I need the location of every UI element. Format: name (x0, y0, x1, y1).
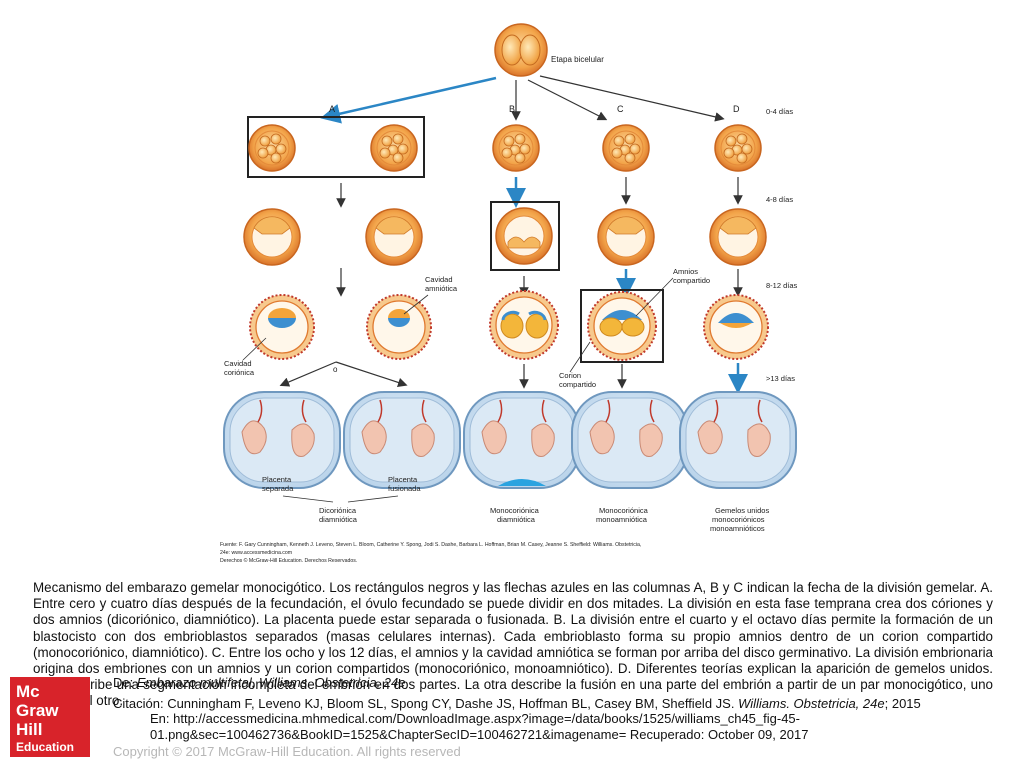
citation-url-line-1[interactable]: En: http://accessmedicina.mhmedical.com/… (150, 711, 800, 726)
outcome-a-line-2: diamniótica (319, 515, 358, 524)
placenta-separada-label-1: Placenta (262, 475, 292, 484)
b-chorion (489, 290, 559, 360)
figure-caption: Mecanismo del embarazo gemelar monocigót… (33, 580, 993, 709)
cavidad-corionica-label-2: coriónica (224, 368, 255, 377)
placenta-fusionada-label-1: Placenta (388, 475, 418, 484)
cavidad-corionica-label-1: Cavidad (224, 359, 252, 368)
d-sac (679, 391, 797, 489)
twinning-diagram: Etapa bicelular A B C D 0-4 días 4-8 día… (220, 23, 798, 564)
citation-text: Citación: Cunningham F, Leveno KJ, Bloom… (113, 696, 921, 711)
a-chorion-right (366, 294, 432, 360)
source-line-3: Derechos © McGraw-Hill Education. Derech… (220, 557, 357, 564)
outcome-d-line-1: Gemelos unidos (715, 506, 769, 515)
column-c-division-box (580, 289, 664, 363)
time-label-8-12: 8-12 días (766, 281, 798, 290)
blastocyst-two-embryoblasts (495, 207, 553, 265)
or-label: o (333, 365, 338, 374)
time-label-4-8: 4-8 días (766, 195, 793, 204)
outcome-b-line-1: Monocoriónica (490, 506, 540, 515)
c-chorion (587, 291, 657, 361)
source-line-1: Fuente: F. Gary Cunningham, Kenneth J. L… (220, 542, 641, 548)
mcgraw-hill-logo: Mc Graw Hill Education (10, 677, 90, 757)
time-label-0-4: 0-4 días (766, 107, 793, 116)
time-label-13: >13 días (766, 374, 795, 383)
placenta-separada-label-2: separada (262, 484, 294, 493)
arrow-to-a (320, 76, 497, 124)
column-a-label: A (329, 104, 335, 114)
column-d-label: D (733, 104, 740, 114)
cavidad-amniotica-label-2: amniótica (425, 284, 458, 293)
amnios-compartido-label-2: compartido (673, 276, 710, 285)
outcome-a-line-1: Dicoriónica (319, 506, 357, 515)
stage-label: Etapa bicelular (551, 55, 604, 64)
column-b-division-box (490, 201, 560, 271)
outcome-d-line-2: monocoriónicos (712, 515, 765, 524)
source-line-2: 24e: www.accessmedicina.com (220, 550, 292, 556)
citation-from: De: Embarazo multifetal, Williams. Obste… (113, 675, 406, 690)
copyright-notice: Copyright © 2017 McGraw-Hill Education. … (113, 744, 461, 759)
two-cell-embryo (494, 23, 548, 77)
outcome-c-line-1: Monocoriónica (599, 506, 649, 515)
cavidad-amniotica-label-1: Cavidad (425, 275, 453, 284)
column-b-label: B (509, 104, 515, 114)
a-chorion-left (249, 294, 315, 360)
outcome-d-line-3: monoamnióticos (710, 524, 765, 533)
arrow-to-d (539, 75, 725, 122)
outcome-b-line-2: diamniótica (497, 515, 536, 524)
corion-compartido-label-2: compartido (559, 380, 596, 389)
column-a-division-box (247, 116, 425, 178)
amnios-compartido-label-1: Amnios (673, 267, 698, 276)
d-chorion (703, 294, 769, 360)
outcome-c-line-2: monoamniótica (596, 515, 648, 524)
placenta-fusionada-label-2: fusionada (388, 484, 421, 493)
arrow-to-c (527, 79, 608, 121)
b-sac (463, 391, 581, 489)
column-c-label: C (617, 104, 624, 114)
corion-compartido-label-1: Corion (559, 371, 581, 380)
citation-url-line-2[interactable]: 01.png&sec=100462736&BookID=1525&Chapter… (150, 727, 809, 742)
